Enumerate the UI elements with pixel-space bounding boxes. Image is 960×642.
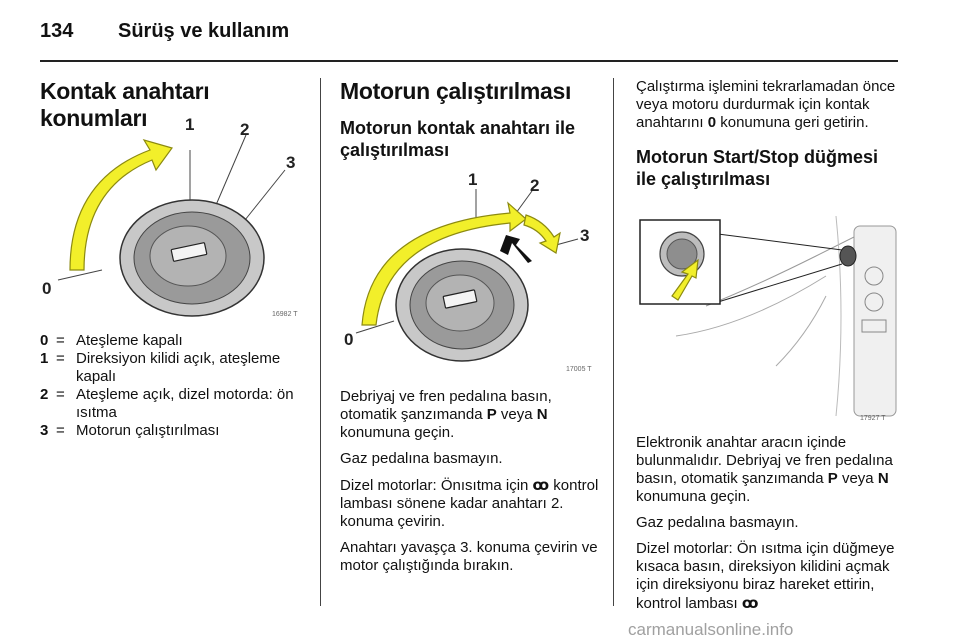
leader-line-3 bbox=[555, 238, 579, 246]
paragraph: Dizel motorlar: Ön ısıtma için düğmeye k… bbox=[636, 540, 900, 613]
label-0: 0 bbox=[344, 330, 353, 349]
dash-start-button bbox=[839, 245, 857, 267]
legend-row: 3 = Motorun çalıştırılması bbox=[40, 422, 312, 440]
figure-key-start: 1 2 3 0 17005 T bbox=[340, 165, 605, 377]
press-arrow bbox=[671, 258, 699, 301]
start-arrow bbox=[523, 214, 561, 254]
watermark: carmanualsonline.info bbox=[628, 620, 794, 639]
legend-key: 1 bbox=[40, 350, 49, 367]
paragraph: Gaz pedalına basmayın. bbox=[340, 450, 503, 467]
label-2: 2 bbox=[530, 176, 539, 195]
gear-p: P bbox=[827, 470, 838, 487]
column-2-text: Debriyaj ve fren pedalına basın, otomati… bbox=[340, 388, 605, 583]
paragraph: Dizel motorlar: Önısıtma için ꝏ kontrol … bbox=[340, 476, 605, 531]
text-run: Debriyaj ve fren pedalına basın, otomati… bbox=[340, 388, 552, 423]
leader-line-0 bbox=[355, 320, 395, 334]
column-divider-2 bbox=[613, 78, 614, 606]
return-arrow bbox=[500, 235, 532, 263]
legend-text: Motorun çalıştırılması bbox=[76, 422, 220, 439]
heading-key-positions: Kontak anahtarı konumları bbox=[40, 78, 210, 131]
callout-line bbox=[717, 233, 843, 251]
text-run: konumuna geçin. bbox=[636, 488, 751, 505]
paragraph: Anahtarı yavaşça 3. konuma çevirin ve mo… bbox=[340, 539, 598, 574]
label-1: 1 bbox=[185, 115, 194, 134]
gear-n: N bbox=[877, 470, 889, 487]
text-run: kontrol lambası sönene kadar anahtarı 2.… bbox=[340, 477, 599, 530]
center-console bbox=[853, 225, 897, 417]
paragraph: Gaz pedalına basmayın. bbox=[636, 514, 799, 531]
console-knob bbox=[864, 266, 884, 286]
text-run: konumuna geri getirin. bbox=[716, 114, 869, 131]
callout-line bbox=[717, 263, 843, 303]
text-run: Çalıştırma işlemini tekrarlamadan önce v… bbox=[636, 78, 896, 131]
text-run: Dizel motorlar: Önısıtma için bbox=[340, 477, 533, 494]
glow-plug-icon: ꝏ bbox=[741, 594, 759, 612]
label-2: 2 bbox=[240, 120, 249, 139]
glow-plug-icon: ꝏ bbox=[532, 476, 550, 494]
start-stop-diagram: 17927 T bbox=[639, 216, 897, 422]
legend-eq: = bbox=[56, 350, 65, 367]
text-run: konumuna geçin. bbox=[340, 424, 455, 441]
label-0: 0 bbox=[42, 279, 51, 298]
position-legend: 0 = Ateşleme kapalı 1 = Direksiyon kilid… bbox=[40, 332, 312, 440]
legend-text: Ateşleme kapalı bbox=[76, 332, 183, 349]
text-run: veya bbox=[496, 406, 537, 423]
text-run: Elektronik anahtar aracın içinde bulunma… bbox=[636, 434, 893, 487]
legend-key: 2 bbox=[40, 386, 49, 403]
legend-text: Ateşleme açık, dizel motorda: ön ısıtma bbox=[76, 386, 294, 421]
label-1: 1 bbox=[468, 170, 477, 189]
legend-row: 2 = Ateşleme açık, dizel motorda: ön ısı… bbox=[40, 386, 312, 422]
subheading-key-start: Motorun kontak anahtarı ile çalıştırılma… bbox=[340, 118, 576, 160]
legend-row: 0 = Ateşleme kapalı bbox=[40, 332, 312, 350]
leader-line-2 bbox=[515, 190, 533, 214]
text-run: veya bbox=[837, 470, 878, 487]
page-number: 134 bbox=[40, 20, 74, 42]
leader-line-3 bbox=[244, 169, 286, 221]
ignition-diagram-1: 1 2 3 0 16982 T bbox=[42, 115, 298, 318]
legend-key: 3 bbox=[40, 422, 49, 439]
column-3-text: Elektronik anahtar aracın içinde bulunma… bbox=[636, 434, 900, 621]
column-divider-1 bbox=[320, 78, 321, 606]
column-2: Motorun çalıştırılması Motorun kontak an… bbox=[340, 78, 605, 161]
paragraph: Çalıştırma işlemini tekrarlamadan önce v… bbox=[636, 78, 900, 132]
label-3: 3 bbox=[580, 226, 589, 245]
legend-text: Direksiyon kilidi açık, ateşleme kapalı bbox=[76, 350, 281, 385]
paragraph: Debriyaj ve fren pedalına basın, otomati… bbox=[340, 388, 605, 442]
legend-eq: = bbox=[56, 386, 65, 403]
dash-line bbox=[835, 216, 842, 417]
key-slot bbox=[170, 242, 208, 262]
legend-row: 1 = Direksiyon kilidi açık, ateşleme kap… bbox=[40, 350, 312, 386]
heading-starting-engine: Motorun çalıştırılması bbox=[340, 78, 572, 104]
leader-line-2 bbox=[215, 134, 247, 206]
legend-key: 0 bbox=[40, 332, 49, 349]
rotation-arrow bbox=[361, 201, 527, 326]
label-3: 3 bbox=[286, 153, 295, 172]
dash-line bbox=[775, 295, 827, 367]
legend-eq: = bbox=[56, 332, 65, 349]
paragraph: Elektronik anahtar aracın içinde bulunma… bbox=[636, 434, 900, 506]
figure-start-stop: 17927 T bbox=[636, 216, 900, 426]
column-3: Çalıştırma işlemini tekrarlamadan önce v… bbox=[636, 78, 900, 190]
ignition-diagram-2: 1 2 3 0 17005 T bbox=[344, 170, 592, 373]
console-knob bbox=[864, 292, 884, 312]
subheading-start-stop: Motorun Start/Stop düğmesi ile çalıştırı… bbox=[636, 147, 878, 189]
console-slot bbox=[861, 319, 887, 333]
header-rule bbox=[40, 60, 898, 62]
figure-ref-2: 17005 T bbox=[566, 366, 592, 373]
rotation-arrow bbox=[69, 139, 173, 271]
figure-ref-3: 17927 T bbox=[860, 415, 886, 422]
column-1: Kontak anahtarı konumları bbox=[40, 78, 315, 132]
start-stop-button bbox=[666, 238, 698, 270]
gear-n: N bbox=[536, 406, 548, 423]
legend-eq: = bbox=[56, 422, 65, 439]
leader-line-0 bbox=[57, 269, 103, 281]
figure-key-positions: 1 2 3 0 16982 T bbox=[40, 110, 308, 322]
gear-p: P bbox=[486, 406, 497, 423]
key-slot bbox=[442, 289, 478, 309]
dash-line bbox=[675, 275, 827, 337]
figure-ref-1: 16982 T bbox=[272, 311, 298, 318]
section-title: Sürüş ve kullanım bbox=[118, 20, 290, 42]
text-run: Dizel motorlar: Ön ısıtma için düğmeye k… bbox=[636, 540, 895, 612]
position-zero: 0 bbox=[707, 114, 717, 131]
